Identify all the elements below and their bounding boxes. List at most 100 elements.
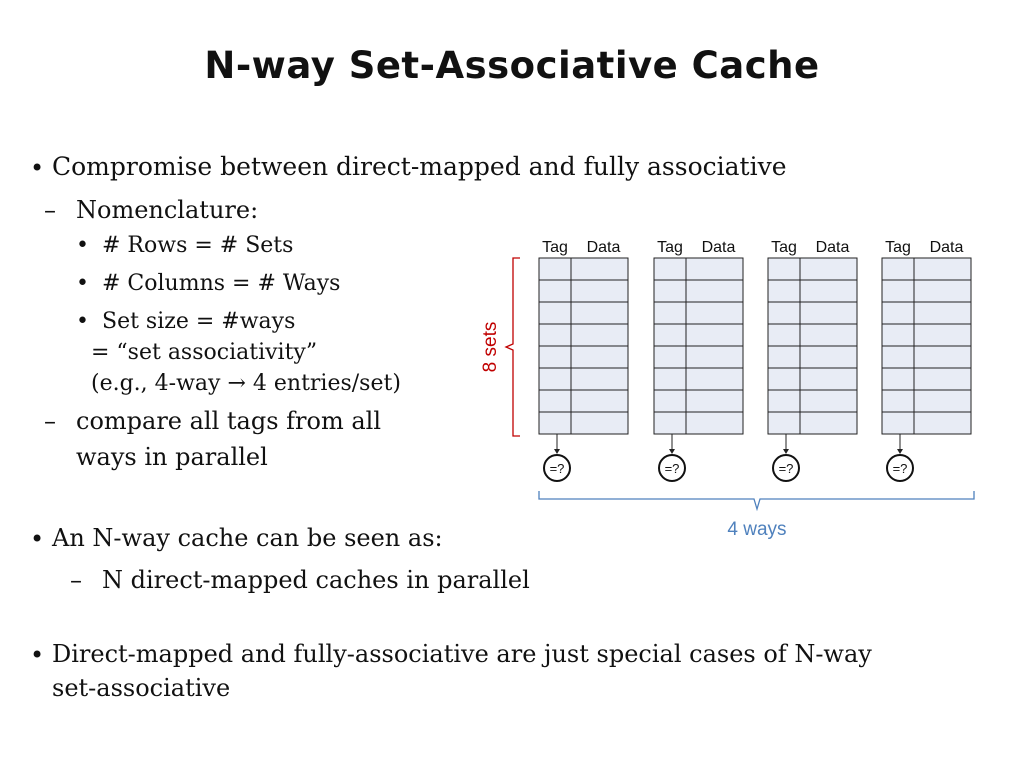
dash-marker: – <box>70 566 82 594</box>
tag-header: Tag <box>885 239 911 256</box>
tag-header: Tag <box>771 239 797 256</box>
data-cell <box>799 301 858 325</box>
data-cell <box>570 367 629 391</box>
data-header: Data <box>816 239 850 256</box>
data-cell <box>913 345 972 369</box>
arrow-head <box>669 449 675 454</box>
subsub-text: Set size = #ways <box>102 309 296 334</box>
tag-cell <box>767 389 801 413</box>
tag-cell <box>767 257 801 281</box>
bullet-marker: • <box>30 525 45 553</box>
data-header: Data <box>930 239 964 256</box>
tag-cell <box>881 279 915 303</box>
tag-cell <box>881 301 915 325</box>
tag-cell <box>653 301 687 325</box>
comparator-circle <box>886 454 914 482</box>
bullet-marker: • <box>30 154 45 182</box>
data-cell <box>799 411 858 435</box>
comparator-label: =? <box>779 461 794 476</box>
data-cell <box>685 323 744 347</box>
data-cell <box>913 367 972 391</box>
comparator-label: =? <box>665 461 680 476</box>
data-cell <box>799 367 858 391</box>
tag-cell <box>653 411 687 435</box>
data-cell <box>570 389 629 413</box>
bullet-text: Direct-mapped and fully-associative are … <box>52 640 872 668</box>
subsub-text: (e.g., 4-way → 4 entries/set) <box>91 371 401 396</box>
data-cell <box>685 301 744 325</box>
dash-marker: – <box>44 196 56 224</box>
comparator-circle <box>772 454 800 482</box>
data-header: Data <box>587 239 621 256</box>
cache-way: Tag Data =? <box>881 239 972 482</box>
tag-cell <box>767 345 801 369</box>
tag-cell <box>767 323 801 347</box>
comparator-label: =? <box>550 461 565 476</box>
data-cell <box>685 279 744 303</box>
tag-cell <box>538 411 572 435</box>
ways-brace <box>538 491 975 512</box>
data-cell <box>570 257 629 281</box>
data-cell <box>685 345 744 369</box>
data-cell <box>913 323 972 347</box>
tag-cell <box>653 279 687 303</box>
subbullet-text: ways in parallel <box>76 443 268 471</box>
comparator-label: =? <box>893 461 908 476</box>
tag-cell <box>767 367 801 391</box>
data-cell <box>799 257 858 281</box>
subsub-text: # Columns = # Ways <box>102 271 341 296</box>
tag-cell <box>538 345 572 369</box>
tag-cell <box>538 323 572 347</box>
tag-cell <box>538 301 572 325</box>
data-cell <box>570 279 629 303</box>
tag-cell <box>653 323 687 347</box>
tag-cell <box>653 257 687 281</box>
tag-cell <box>767 411 801 435</box>
data-cell <box>913 279 972 303</box>
subbullet-text: N direct-mapped caches in parallel <box>102 566 530 594</box>
tag-cell <box>538 279 572 303</box>
data-cell <box>685 367 744 391</box>
arrow-head <box>897 449 903 454</box>
ways-label: 4 ways <box>727 519 786 540</box>
data-cell <box>570 323 629 347</box>
data-cell <box>799 323 858 347</box>
tag-cell <box>538 367 572 391</box>
data-header: Data <box>702 239 736 256</box>
subsub-text: = “set associativity” <box>91 340 318 365</box>
data-cell <box>913 411 972 435</box>
data-cell <box>799 279 858 303</box>
tag-header: Tag <box>542 239 568 256</box>
data-cell <box>570 301 629 325</box>
cache-way: Tag Data =? <box>538 239 629 482</box>
data-cell <box>570 345 629 369</box>
tag-cell <box>881 323 915 347</box>
tag-cell <box>538 257 572 281</box>
data-cell <box>685 389 744 413</box>
subsub-text: # Rows = # Sets <box>102 233 294 258</box>
bullet-marker: • <box>76 309 89 334</box>
cache-way: Tag Data =? <box>767 239 858 482</box>
subbullet-text: compare all tags from all <box>76 407 382 435</box>
comparator-circle <box>543 454 571 482</box>
tag-cell <box>653 367 687 391</box>
tag-cell <box>767 279 801 303</box>
tag-cell <box>767 301 801 325</box>
tag-cell <box>881 367 915 391</box>
tag-cell <box>653 345 687 369</box>
tag-cell <box>881 345 915 369</box>
arrow-head <box>783 449 789 454</box>
data-cell <box>799 345 858 369</box>
tag-cell <box>881 411 915 435</box>
data-cell <box>913 389 972 413</box>
sets-label: 8 sets <box>480 322 501 373</box>
bullet-marker: • <box>76 271 89 296</box>
arrow-head <box>554 449 560 454</box>
data-cell <box>685 411 744 435</box>
data-cell <box>685 257 744 281</box>
tag-cell <box>653 389 687 413</box>
subbullet-text: Nomenclature: <box>76 196 259 224</box>
